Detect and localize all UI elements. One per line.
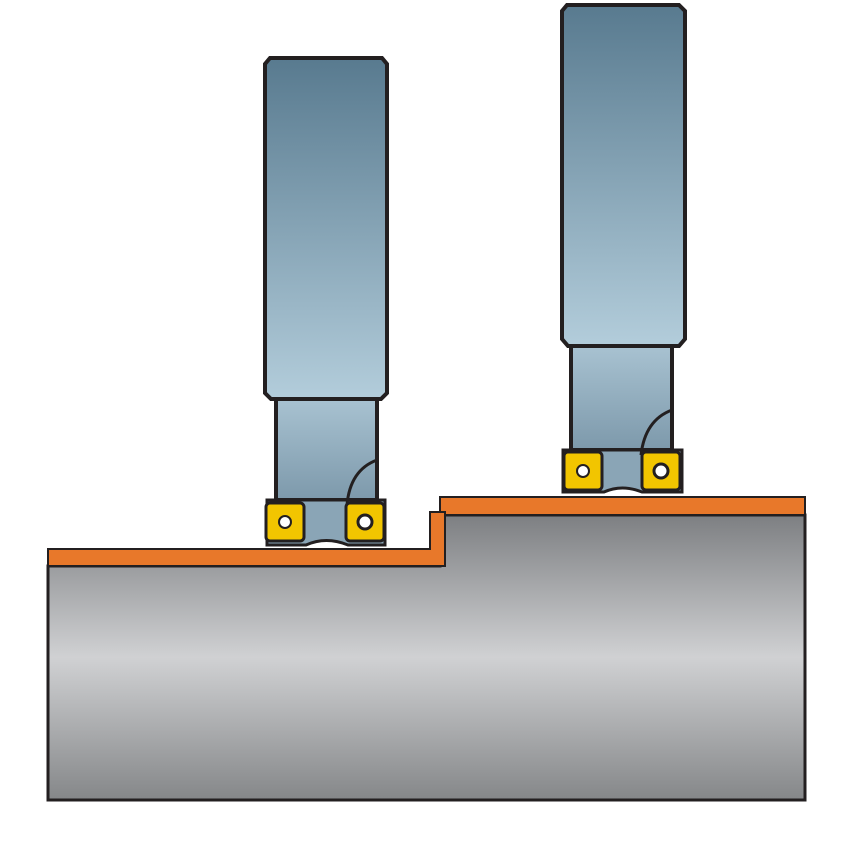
shank [263, 56, 389, 401]
screw-icon [356, 513, 374, 531]
end-mill-left [263, 56, 389, 547]
chip-flute [345, 458, 378, 506]
screw-icon [576, 464, 590, 478]
screw-icon [652, 462, 670, 480]
end-mill-right [560, 3, 687, 494]
neck [569, 344, 674, 452]
chip-flute [639, 408, 673, 456]
machined-layer-high [439, 496, 806, 516]
neck [274, 397, 379, 502]
shank [560, 3, 687, 348]
workpiece [46, 496, 807, 802]
screw-icon [278, 515, 292, 529]
